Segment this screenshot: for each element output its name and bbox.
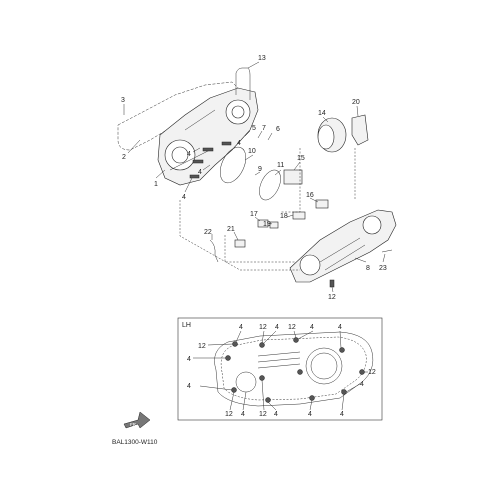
inset-bolt-heads bbox=[225, 337, 365, 403]
element-17 bbox=[257, 219, 269, 228]
callout-16: 16 bbox=[306, 192, 314, 199]
inset-boss-large bbox=[305, 347, 343, 385]
callout-12a: 12 bbox=[328, 294, 336, 301]
inset-callout-4: 4 bbox=[187, 356, 191, 363]
inset-callout-12: 12 bbox=[288, 324, 296, 331]
pin-23 bbox=[381, 249, 393, 253]
callout-11: 11 bbox=[277, 162, 284, 169]
inset-label: LH bbox=[182, 322, 191, 329]
inset-boss-small bbox=[235, 371, 257, 393]
cover-gasket bbox=[117, 81, 241, 151]
callout-8: 8 bbox=[366, 265, 370, 272]
callout-7: 7 bbox=[262, 125, 266, 132]
element-15 bbox=[283, 169, 303, 185]
o-ring bbox=[219, 146, 247, 184]
callout-10: 10 bbox=[248, 148, 256, 155]
inset-callout-12: 12 bbox=[259, 411, 267, 418]
fr-mark-text: FR bbox=[130, 422, 137, 427]
fr-arrow-icon bbox=[123, 411, 151, 429]
callout-22: 22 bbox=[204, 229, 212, 236]
bolt-group bbox=[189, 141, 232, 179]
inset-callout-4: 4 bbox=[275, 324, 279, 331]
callout-9: 9 bbox=[258, 166, 262, 173]
leader-lines bbox=[123, 61, 386, 293]
callout-15: 15 bbox=[297, 155, 305, 162]
lh-inset: LH bbox=[177, 317, 383, 421]
inset-callout-4: 4 bbox=[340, 411, 344, 418]
oil-seal bbox=[259, 169, 281, 201]
callout-4d: 4 bbox=[237, 140, 241, 147]
callout-14: 14 bbox=[318, 110, 326, 117]
inset-cover-outline bbox=[214, 331, 374, 407]
callout-4b: 4 bbox=[187, 151, 191, 158]
element-18 bbox=[292, 211, 306, 220]
inset-callout-4: 4 bbox=[360, 381, 364, 388]
inset-callout-12: 12 bbox=[225, 411, 233, 418]
callout-5: 5 bbox=[252, 125, 256, 132]
callout-19: 19 bbox=[263, 221, 271, 228]
fr-direction-mark: FR bbox=[123, 411, 151, 429]
inset-callout-4: 4 bbox=[274, 411, 278, 418]
inset-callout-4: 4 bbox=[187, 383, 191, 390]
inset-callout-4: 4 bbox=[239, 324, 243, 331]
inset-callout-4: 4 bbox=[310, 324, 314, 331]
bracket-20 bbox=[351, 114, 369, 146]
drain-hose bbox=[209, 239, 219, 263]
element-21 bbox=[234, 239, 246, 248]
callout-4c: 4 bbox=[198, 169, 202, 176]
main-exploded-view: 1 2 3 4 4 4 4 5 6 7 8 9 10 11 12 13 14 1… bbox=[117, 55, 397, 301]
element-16 bbox=[315, 199, 329, 209]
callout-17: 17 bbox=[250, 211, 258, 218]
callout-2: 2 bbox=[122, 154, 126, 161]
callout-21: 21 bbox=[227, 226, 235, 233]
inset-callout-4: 4 bbox=[308, 411, 312, 418]
callout-3: 3 bbox=[121, 97, 125, 104]
callout-1: 1 bbox=[154, 181, 158, 188]
callout-4a: 4 bbox=[182, 194, 186, 201]
element-19 bbox=[269, 221, 279, 229]
inset-frame bbox=[177, 317, 383, 421]
inset-leader-lines bbox=[193, 330, 368, 411]
inset-callout-12: 12 bbox=[198, 343, 206, 350]
callout-6: 6 bbox=[276, 126, 280, 133]
inset-callout-12: 12 bbox=[368, 369, 376, 376]
breather-pipe bbox=[235, 67, 251, 100]
callout-18: 18 bbox=[280, 213, 288, 220]
inset-callout-12: 12 bbox=[259, 324, 267, 331]
callout-labels: 1 2 3 4 4 4 4 5 6 7 8 9 10 11 12 13 14 1… bbox=[121, 55, 387, 301]
callout-13: 13 bbox=[258, 55, 266, 62]
inset-callouts: 4 12 4 12 4 4 12 4 4 12 4 12 4 12 4 4 4 bbox=[187, 324, 376, 418]
diagram-code: BAL1300-W110 bbox=[112, 439, 158, 446]
callout-23: 23 bbox=[379, 265, 387, 272]
inset-callout-4: 4 bbox=[338, 324, 342, 331]
callout-20: 20 bbox=[352, 99, 360, 106]
inset-callout-4: 4 bbox=[241, 411, 245, 418]
